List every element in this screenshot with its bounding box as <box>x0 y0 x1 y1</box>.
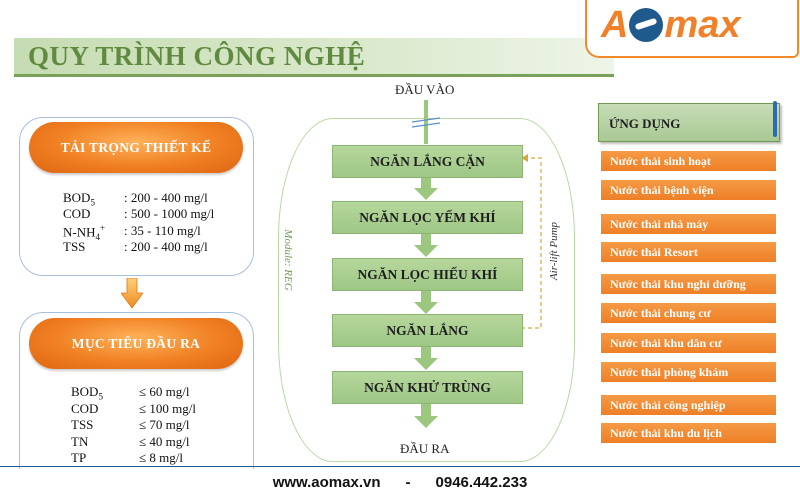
logo-globe-icon <box>629 8 664 42</box>
param-value: ≤ 60 mg/l <box>139 384 190 399</box>
logo-suffix: max <box>664 4 741 46</box>
application-item: Nước thải nhà máy <box>601 214 776 234</box>
page-title: QUY TRÌNH CÔNG NGHỆ <box>28 41 366 71</box>
down-arrow-icon <box>121 278 143 308</box>
param-name: COD <box>71 401 99 416</box>
param-name: BOD5 <box>63 190 95 208</box>
output-target-title: MỤC TIÊU ĐẦU RA <box>29 318 243 369</box>
param-name: COD <box>63 206 91 221</box>
param-value: ≤ 100 mg/l <box>139 401 196 416</box>
application-item: Nước thải công nghiệp <box>601 395 776 415</box>
application-item: Nước thải bệnh viện <box>601 180 776 200</box>
flow-step-disinfection: NGĂN KHỬ TRÙNG <box>332 371 523 404</box>
footer-divider <box>0 466 800 467</box>
param-name: TP <box>71 450 87 465</box>
param-name: N-NH4+ <box>63 223 106 242</box>
footer-separator: - <box>405 474 411 491</box>
flow-step-settling: NGĂN LẮNG <box>332 314 523 347</box>
param-value: ≤ 70 mg/l <box>139 417 190 432</box>
application-item: Nước thải khu du lịch <box>601 423 776 443</box>
param-value: : 35 - 110 mg/l <box>124 223 201 238</box>
logo-prefix: A <box>601 4 629 46</box>
flow-step-sedimentation: NGĂN LẮNG CẶN <box>332 145 523 178</box>
module-label: Module: REG <box>282 229 294 291</box>
param-value: : 200 - 400 mg/l <box>124 190 208 205</box>
param-value: ≤ 40 mg/l <box>139 434 190 449</box>
flow-step-anaerobic-filter: NGĂN LỌC YẾM KHÍ <box>332 201 523 234</box>
input-label: ĐẦU VÀO <box>395 82 455 97</box>
param-name: BOD5 <box>71 384 103 402</box>
applications-title: ỨNG DỤNG <box>609 116 681 131</box>
param-value: ≤ 8 mg/l <box>139 450 183 465</box>
footer: www.aomax.vn - 0946.442.233 <box>0 474 800 491</box>
param-value: : 500 - 1000 mg/l <box>124 206 215 221</box>
footer-phone[interactable]: 0946.442.233 <box>435 474 528 491</box>
design-load-panel: TẢI TRỌNG THIẾT KẾ <box>19 117 254 276</box>
application-item: Nước thải sinh hoạt <box>601 151 776 171</box>
output-label: ĐẦU RA <box>400 441 450 456</box>
application-item: Nước thải phòng khám <box>601 362 776 382</box>
param-name: TSS <box>71 417 94 432</box>
output-target-panel: MỤC TIÊU ĐẦU RA <box>19 312 254 469</box>
air-lift-pump-label: Air-lift Pump <box>548 221 560 281</box>
footer-website[interactable]: www.aomax.vn <box>272 474 381 491</box>
application-item: Nước thải Resort <box>601 242 776 262</box>
applications-header: ỨNG DỤNG <box>598 103 780 142</box>
param-name: TSS <box>63 239 86 254</box>
design-load-title: TẢI TRỌNG THIẾT KẾ <box>29 122 243 173</box>
param-name: TN <box>71 434 89 449</box>
flow-step-aerobic-filter: NGĂN LỌC HIẾU KHÍ <box>332 258 523 291</box>
applications-header-accent <box>773 101 777 137</box>
application-item: Nước thải khu dân cư <box>601 333 776 353</box>
application-item: Nước thải chung cư <box>601 303 776 323</box>
title-bar: QUY TRÌNH CÔNG NGHỆ <box>14 38 614 77</box>
application-item: Nước thải khu nghỉ dưỡng <box>601 274 776 294</box>
param-value: : 200 - 400 mg/l <box>124 239 208 254</box>
